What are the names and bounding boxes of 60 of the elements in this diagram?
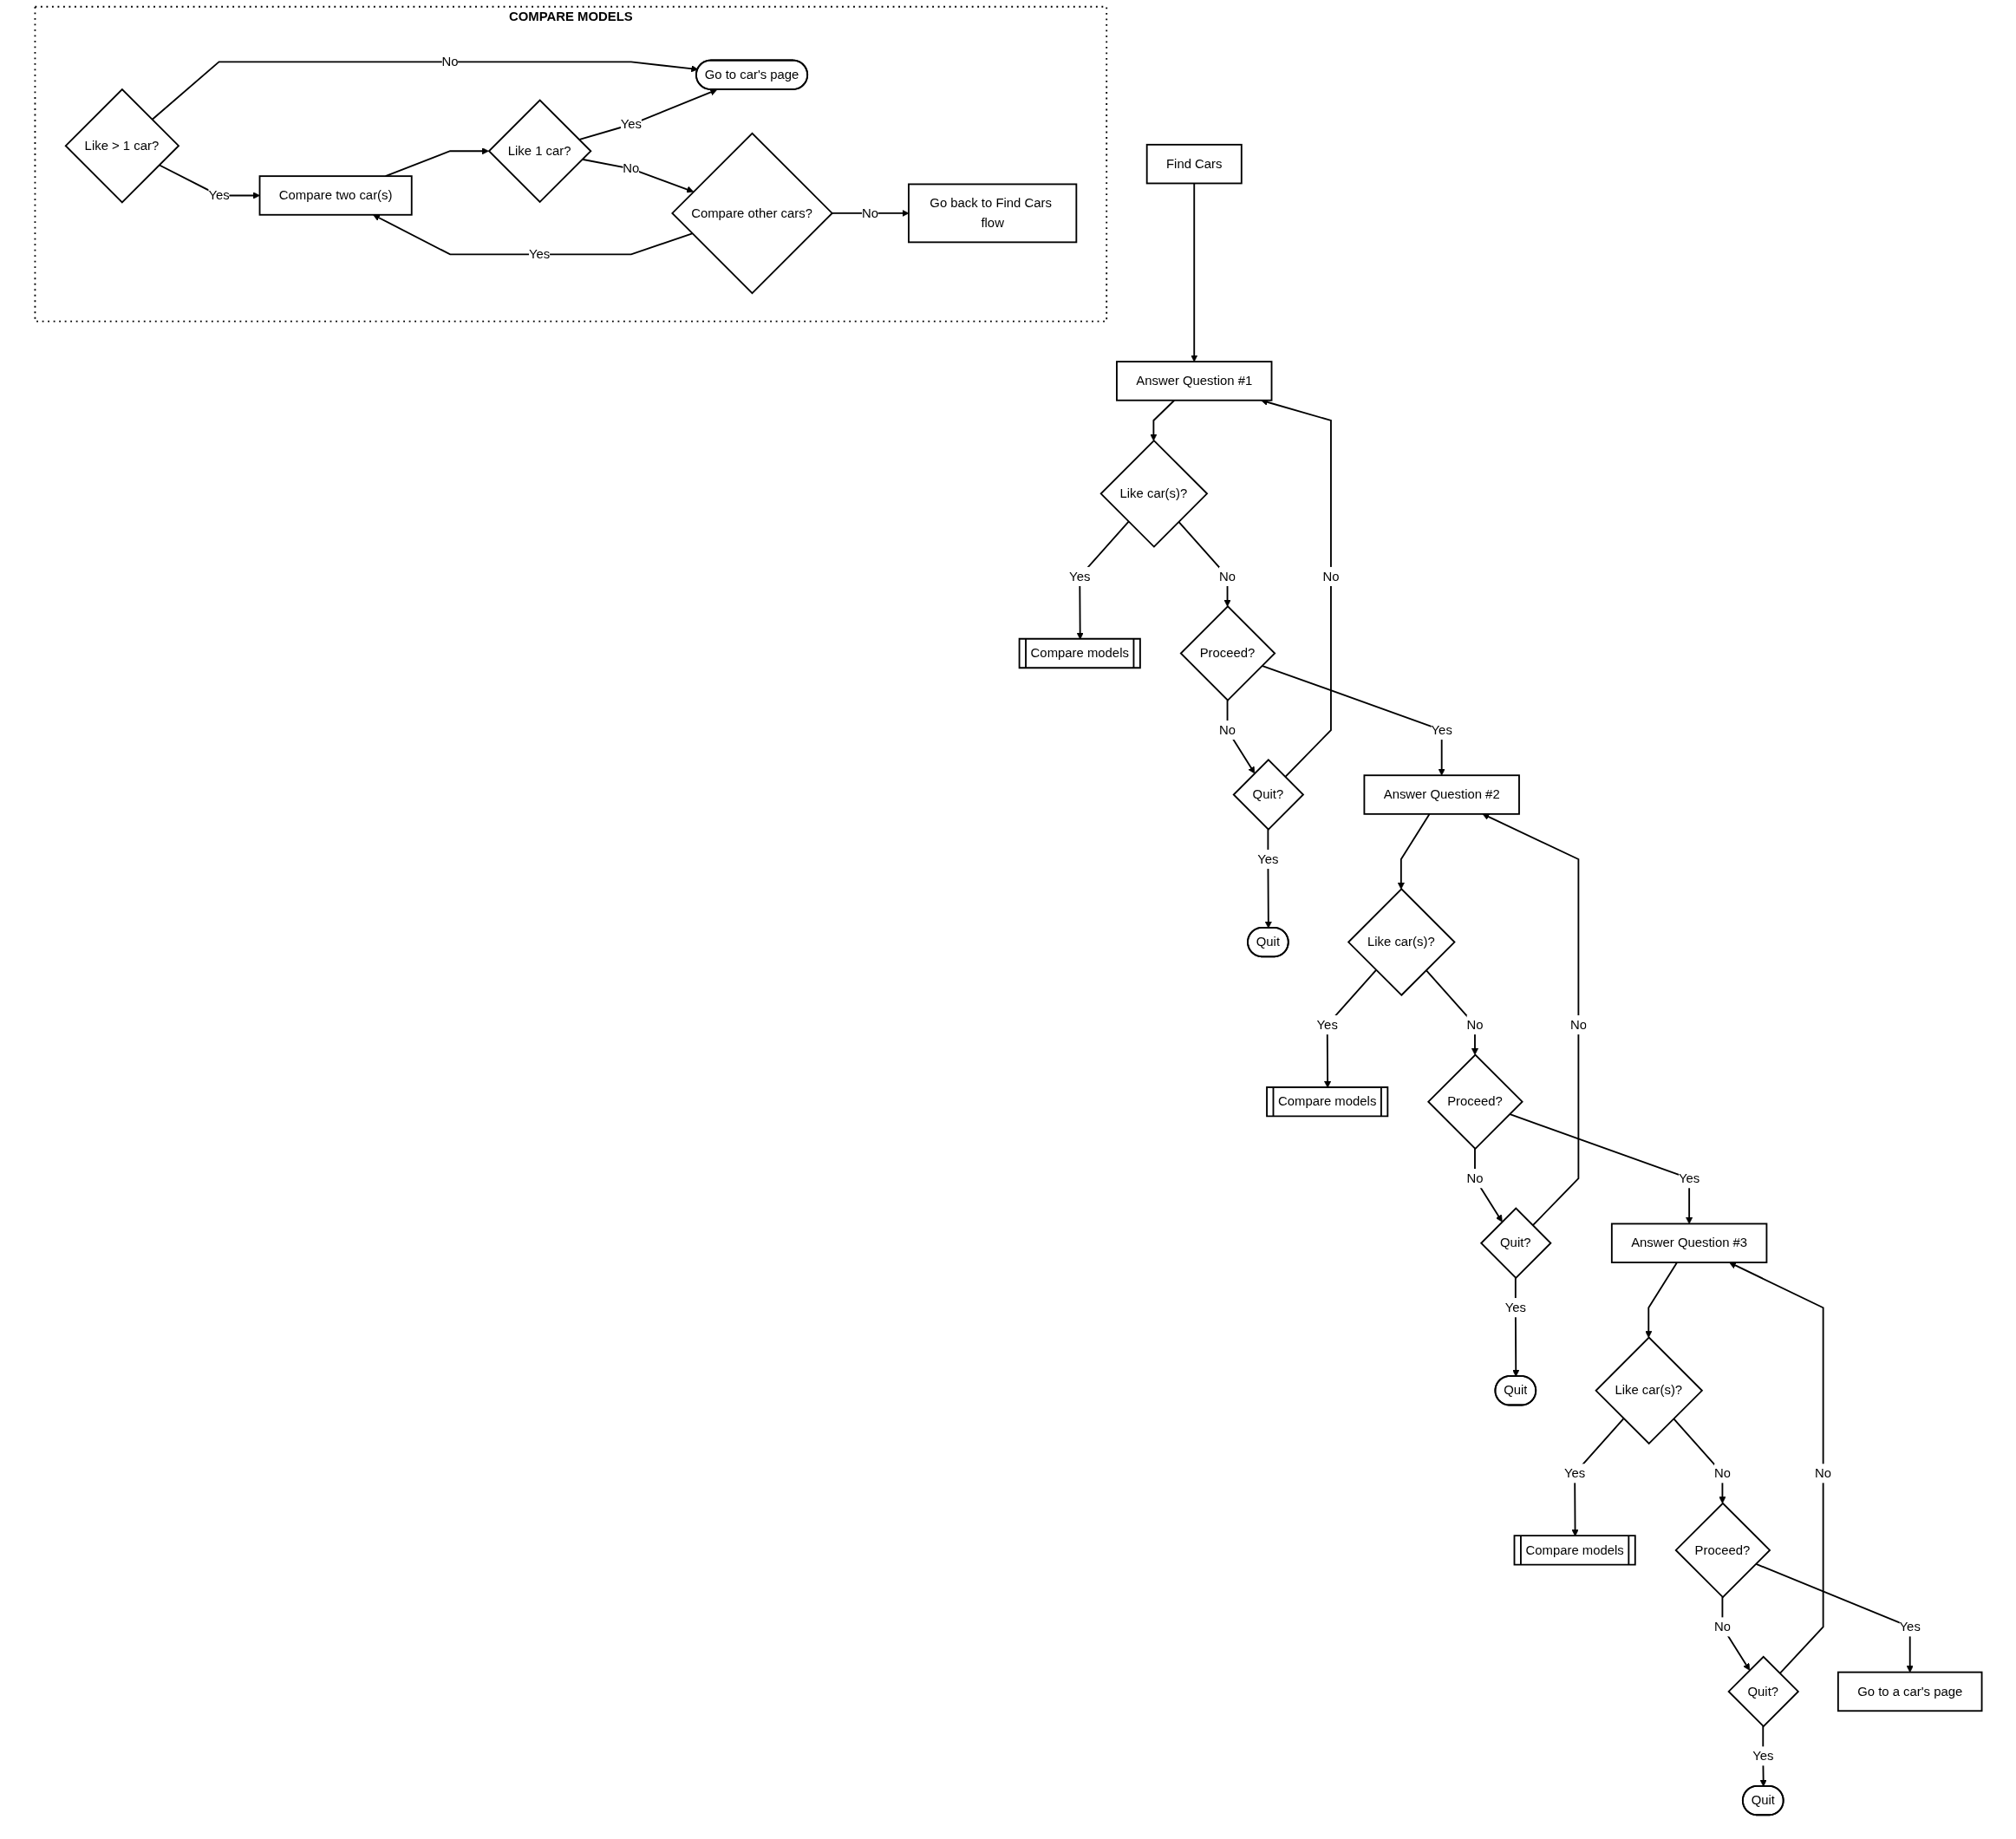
edge-label: Yes <box>528 247 550 261</box>
arrow <box>1728 1262 1824 1675</box>
arrow <box>1473 1147 1503 1223</box>
edge-label: Yes <box>1431 722 1452 737</box>
node-diamond: Proceed? <box>1673 1502 1771 1599</box>
arrow <box>1177 520 1231 607</box>
arrow <box>1508 1113 1693 1224</box>
edge-label: No <box>1814 1465 1831 1480</box>
node-diamond: Like car(s)? <box>1099 439 1208 548</box>
node-diamond: Proceed? <box>1179 605 1275 701</box>
node-diamond: Quit? <box>1231 759 1304 831</box>
edge-label: Yes <box>1256 851 1279 866</box>
edge-label: Yes <box>1504 1300 1526 1314</box>
node-box: Find Cars <box>1145 143 1243 185</box>
arrow <box>1260 664 1445 776</box>
edge-label: No <box>441 55 459 68</box>
edge-label: No <box>1465 1171 1483 1185</box>
node-diamond: Compare other cars? <box>670 132 833 295</box>
node-box: Answer Question #2 <box>1362 774 1520 815</box>
node-box: Compare two car(s) <box>258 175 413 216</box>
edge-label: No <box>1569 1017 1587 1032</box>
edge-label: Yes <box>620 117 642 131</box>
edge-label: Yes <box>1899 1620 1921 1634</box>
edge-label: No <box>1218 569 1236 584</box>
node-diamond: Proceed? <box>1426 1053 1523 1151</box>
node-diamond: Like car(s)? <box>1594 1336 1703 1445</box>
arrow <box>1425 969 1478 1055</box>
edge-label: Yes <box>1678 1171 1700 1185</box>
edge-label: No <box>1321 569 1339 584</box>
edge-label: No <box>1713 1620 1731 1634</box>
edge-label: No <box>622 161 639 176</box>
edge-label: No <box>1713 1465 1731 1480</box>
arrow <box>1644 1262 1678 1338</box>
arrow <box>1190 182 1197 362</box>
node-diamond: Like > 1 car? <box>63 88 179 204</box>
edge-label: No <box>1465 1017 1483 1032</box>
node-diamond: Quit? <box>1726 1655 1799 1728</box>
arrow <box>577 88 717 140</box>
arrow <box>150 61 698 121</box>
edge-label: Yes <box>1068 569 1090 584</box>
arrow <box>1672 1418 1726 1504</box>
arrow <box>384 147 489 178</box>
edge-label: Yes <box>1316 1017 1338 1032</box>
arrow <box>1397 812 1431 890</box>
arrow <box>1149 399 1175 441</box>
edge-label: No <box>861 205 878 220</box>
edge-label: Yes <box>207 188 230 202</box>
node-box: Go to a car's page <box>1837 1671 1982 1712</box>
node-box: Answer Question #3 <box>1610 1223 1767 1263</box>
arrow <box>1721 1596 1750 1671</box>
node-box: Answer Question #1 <box>1115 361 1272 401</box>
arrow <box>372 214 693 256</box>
edge-label: Yes <box>1752 1749 1773 1763</box>
node-diamond: Quit? <box>1479 1207 1552 1280</box>
node-diamond: Like 1 car? <box>487 99 592 204</box>
edge-label: No <box>1218 722 1236 737</box>
arrow <box>1482 813 1579 1227</box>
node-diamond: Like car(s)? <box>1347 888 1456 997</box>
node-box: Go back to Find Cars flow <box>907 183 1077 244</box>
edge-label: Yes <box>1563 1465 1585 1480</box>
